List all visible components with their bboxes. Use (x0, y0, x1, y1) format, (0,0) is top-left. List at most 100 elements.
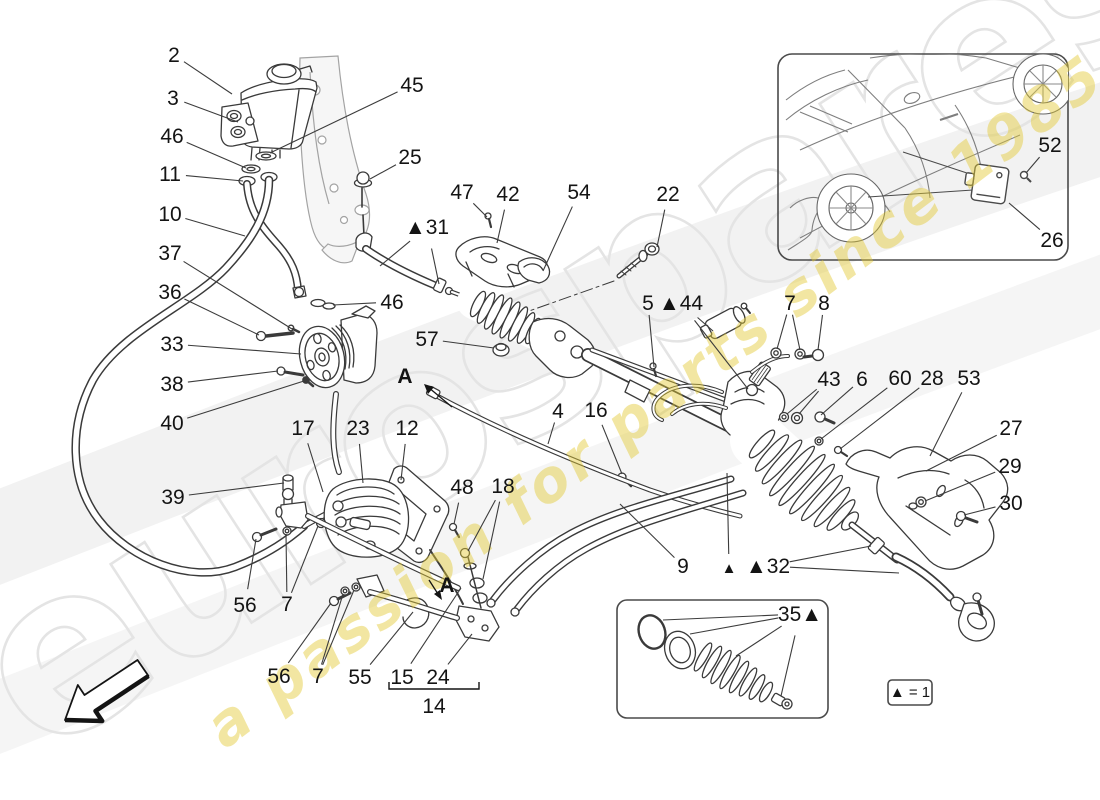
view-marker-A-0: A (397, 365, 412, 388)
bolt-56 (251, 531, 263, 543)
part-callout-42: 42 (496, 183, 519, 206)
valve-39 (282, 474, 294, 482)
part-callout-47: 47 (450, 181, 473, 204)
direction-arrow (64, 659, 150, 724)
part-callout-56: 56 (233, 594, 256, 617)
rack-mount-bracket (455, 212, 660, 323)
part-callout-6: 6 (856, 368, 868, 391)
part-callout-7: 7 (784, 292, 796, 315)
leader-line-7 (320, 593, 344, 665)
view-marker-line (427, 386, 453, 408)
leader-line-43 (798, 390, 820, 415)
part-callout-▲: ▲ (722, 560, 737, 577)
part-callout-60: 60 (888, 367, 911, 390)
part-callout-7: 7 (281, 593, 293, 616)
car-locator-inset (777, 53, 1069, 261)
nut-29 (915, 496, 927, 508)
heat-shield (845, 446, 1009, 570)
leader-line-22 (656, 209, 666, 248)
car-illustration (785, 54, 1068, 251)
leader-line-37 (183, 260, 293, 330)
leader-line-9 (619, 503, 675, 558)
leader-line-25 (369, 164, 397, 180)
leader-line-▲ (726, 472, 730, 555)
leader-line-10 (185, 217, 246, 237)
leader-line-36 (184, 298, 260, 336)
part-callout-11: 11 (159, 163, 181, 186)
leader-line-24 (447, 633, 473, 665)
boot-clamp (781, 698, 793, 710)
parts-artwork (71, 63, 1009, 642)
part-callout-46: 46 (380, 291, 403, 314)
banjo-bolt-8 (811, 348, 825, 362)
leader-line-45 (269, 91, 398, 154)
leader-line-55 (369, 611, 414, 665)
part-callout-▲44: ▲44 (659, 292, 703, 315)
part-callout-8: 8 (818, 292, 830, 315)
part-callout-16: 16 (584, 399, 607, 422)
part-callout-12: 12 (395, 417, 418, 440)
part-callout-15: 15 (390, 666, 413, 689)
part-callout-57: 57 (415, 328, 438, 351)
boot-kit-parts (637, 614, 793, 714)
part-callout-23: 23 (346, 417, 369, 440)
part-callout-4: 4 (552, 400, 564, 423)
leader-line-56 (287, 602, 332, 664)
part-callout-9: 9 (677, 555, 689, 578)
leader-line-33 (187, 344, 302, 355)
part-callout-2: 2 (168, 44, 180, 67)
leader-line-35▲ (662, 614, 779, 621)
part-callout-37: 37 (158, 242, 181, 265)
leader-line-29 (924, 471, 996, 502)
part-callout-30: 30 (999, 492, 1022, 515)
chassis-panel (298, 55, 371, 264)
power-steering-pump (255, 285, 378, 389)
leader-line-7 (322, 589, 355, 666)
part-callout-48: 48 (450, 476, 473, 499)
hydraulic-pipes (425, 385, 747, 617)
leader-line-35▲ (689, 617, 779, 635)
leader-line-53 (929, 392, 963, 457)
leader-line-7 (285, 533, 288, 593)
hydraulic-hoses (71, 175, 342, 577)
leader-line-17 (307, 443, 324, 493)
group-bracket-14 (388, 682, 480, 690)
oil-cooler-assembly (251, 465, 500, 642)
bolt-30 (955, 510, 967, 522)
leader-line-60 (820, 387, 888, 440)
leader-line-35▲ (735, 625, 782, 657)
leader-line-7 (776, 314, 788, 350)
part-callout-▲32: ▲32 (746, 555, 790, 578)
leader-line-46 (186, 141, 247, 169)
part-callout-5: 5 (642, 292, 654, 315)
leader-line-18 (467, 499, 496, 552)
leader-line-2 (183, 61, 233, 95)
view-marker-arrowhead (434, 590, 442, 600)
leader-line-47 (472, 202, 488, 218)
part-callout-36: 36 (158, 281, 181, 304)
part-callout-18: 18 (491, 475, 514, 498)
leader-line-35▲ (780, 635, 796, 697)
leader-line-16 (601, 424, 623, 475)
leader-line-▲44 (694, 320, 749, 390)
legend-box (887, 679, 933, 706)
leader-line-43 (786, 388, 818, 415)
part-callout-39: 39 (161, 486, 184, 509)
part-callout-35▲: 35▲ (778, 603, 822, 626)
leader-line-11 (185, 174, 244, 182)
leader-line-56 (247, 538, 257, 590)
part-callout-27: 27 (999, 417, 1022, 440)
part-callout-3: 3 (167, 87, 179, 110)
part-callout-56: 56 (267, 665, 290, 688)
leader-line-40 (187, 380, 305, 419)
leader-line-5 (648, 314, 655, 368)
leader-line-42 (496, 209, 506, 244)
part-callout-24: 24 (426, 666, 450, 689)
part-callout-45: 45 (400, 74, 423, 97)
leader-line-▲32 (789, 566, 900, 574)
